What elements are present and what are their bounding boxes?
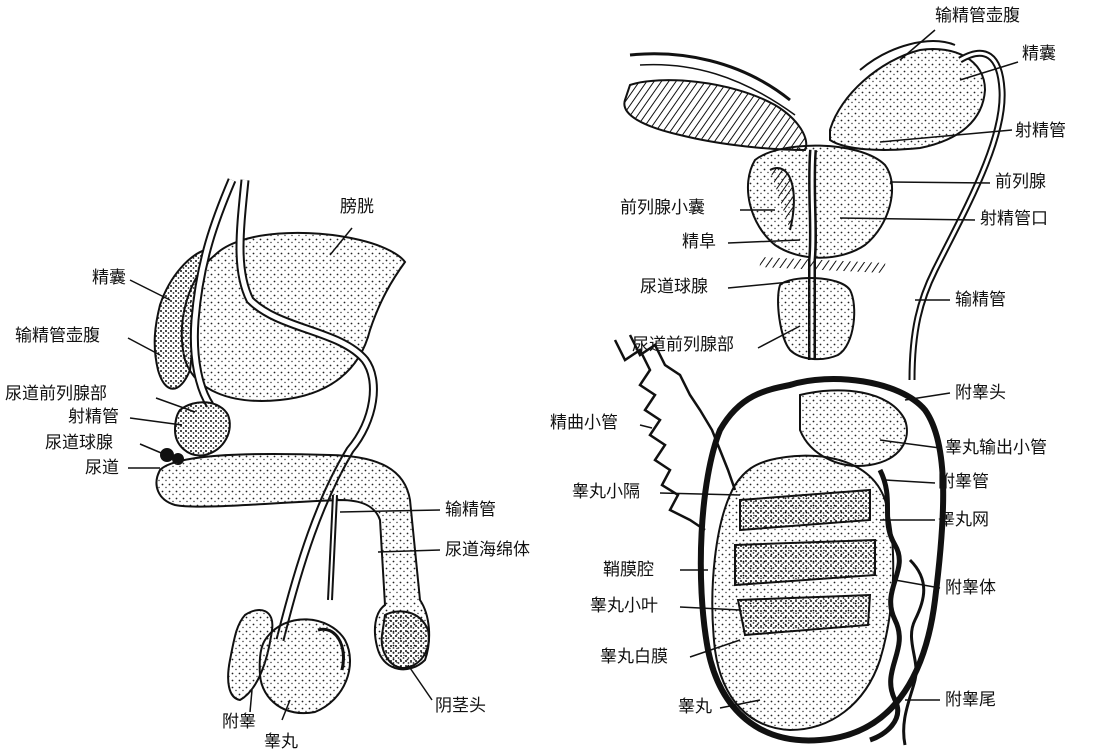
label-prostatic-urethra: 尿道前列腺部 <box>5 384 107 404</box>
label-seminiferous-tubule: 精曲小管 <box>550 413 618 433</box>
label-ductus-epididymidis: 附睾管 <box>938 472 989 492</box>
testis-shape <box>260 619 350 713</box>
label-ejaculatory-duct: 射精管 <box>68 407 119 427</box>
label-epididymis-body: 附睾体 <box>945 578 996 598</box>
label-prostatic-utricle: 前列腺小囊 <box>620 198 705 218</box>
label-testis: 睾丸 <box>264 732 298 752</box>
label-efferent-ductules: 睾丸输出小管 <box>945 438 1047 458</box>
label-seminal-colliculus: 精阜 <box>682 232 716 252</box>
label-seminal-vesicle: 精囊 <box>92 268 126 288</box>
label-lobule-testis: 睾丸小叶 <box>590 596 658 616</box>
label-prostatic-urethra-right: 尿道前列腺部 <box>632 335 734 355</box>
label-testis-right: 睾丸 <box>678 697 712 717</box>
right-bottom-figure <box>615 335 943 745</box>
label-prostate: 前列腺 <box>995 172 1046 192</box>
label-ampulla: 输精管壶腹 <box>15 326 100 346</box>
label-vas-deferens-right: 输精管 <box>955 290 1006 310</box>
epididymis-head <box>800 390 907 466</box>
prostate-shape <box>175 402 230 455</box>
label-rete-testis: 睾丸网 <box>938 510 989 530</box>
label-epididymis-tail: 附睾尾 <box>945 690 996 710</box>
label-corpus-spongiosum: 尿道海绵体 <box>445 540 530 560</box>
label-seminal-vesicle-right: 精囊 <box>1022 44 1056 64</box>
label-urethra: 尿道 <box>85 458 119 478</box>
left-figure <box>155 180 429 713</box>
label-glans: 阴茎头 <box>435 696 486 716</box>
label-tunica-albuginea: 睾丸白膜 <box>600 647 668 667</box>
label-septula-testis: 睾丸小隔 <box>572 482 640 502</box>
label-cavum-vaginale: 鞘膜腔 <box>603 560 654 580</box>
label-bladder: 膀胱 <box>340 197 374 217</box>
label-ampulla-right: 输精管壶腹 <box>935 6 1020 26</box>
label-ejaculatory-orifice: 射精管口 <box>980 209 1048 229</box>
label-epididymis-head: 附睾头 <box>955 383 1006 403</box>
label-epididymis: 附睾 <box>222 712 256 732</box>
label-bulbourethral-gland: 尿道球腺 <box>45 433 113 453</box>
label-vas-deferens: 输精管 <box>445 500 496 520</box>
label-bulbourethral-gland-right: 尿道球腺 <box>640 277 708 297</box>
label-ejaculatory-duct-right: 射精管 <box>1015 121 1066 141</box>
